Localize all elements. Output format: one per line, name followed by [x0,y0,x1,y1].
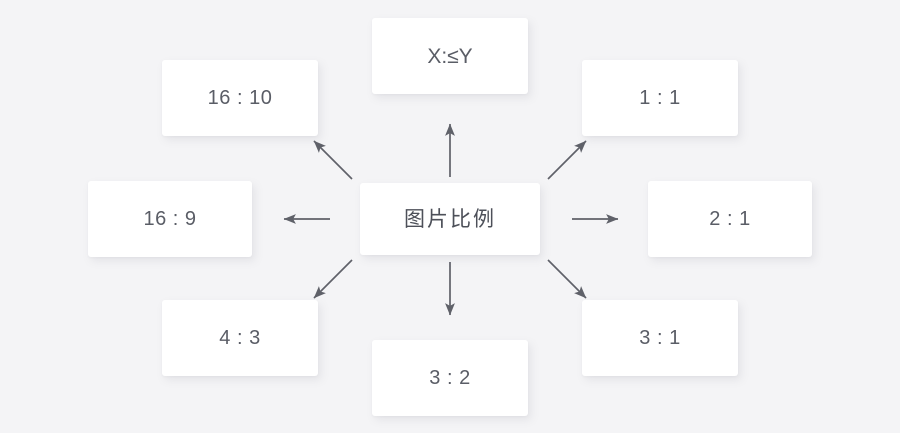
node-ratio-top[interactable]: X:≤Y [372,18,528,94]
node-ratio-bottom-right[interactable]: 3 : 1 [582,300,738,376]
node-ratio-top-right-label: 1 : 1 [639,87,681,109]
node-center-label: 图片比例 [404,207,496,231]
node-ratio-bottom-right-label: 3 : 1 [639,327,681,349]
node-ratio-top-right[interactable]: 1 : 1 [582,60,738,136]
node-ratio-bottom[interactable]: 3 : 2 [372,340,528,416]
node-center[interactable]: 图片比例 [360,183,540,255]
node-ratio-left-label: 16 : 9 [143,208,197,230]
node-ratio-bottom-label: 3 : 2 [429,367,471,389]
node-ratio-top-left[interactable]: 16 : 10 [162,60,318,136]
node-ratio-left[interactable]: 16 : 9 [88,181,252,257]
arrow-up-left [313,140,353,180]
arrow-down-right [547,259,587,299]
arrow-down-left [313,259,353,299]
node-ratio-top-left-label: 16 : 10 [207,87,273,109]
node-ratio-bottom-left-label: 4 : 3 [219,327,261,349]
node-ratio-right-label: 2 : 1 [709,208,751,230]
node-ratio-bottom-left[interactable]: 4 : 3 [162,300,318,376]
node-ratio-top-label: X:≤Y [427,44,473,68]
arrow-up-right [547,140,587,180]
node-ratio-right[interactable]: 2 : 1 [648,181,812,257]
